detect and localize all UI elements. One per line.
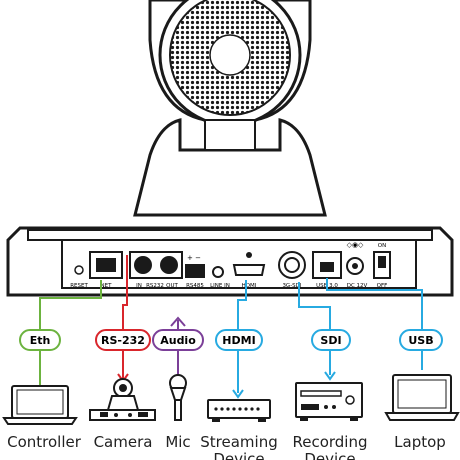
- mic-label: Mic: [165, 433, 190, 451]
- line-in-label: LINE IN: [210, 283, 230, 289]
- hdmi-label: HDMI: [242, 283, 257, 289]
- audio-tag-label: Audio: [160, 334, 196, 347]
- rear-panel: RESET NET IN RS232 OUT + − RS485 LINE IN…: [70, 241, 391, 289]
- controller-laptop-icon: [2, 385, 78, 425]
- ptz-camera-icon: [89, 378, 156, 421]
- eth-tag-label: Eth: [30, 334, 51, 347]
- line-in-jack-icon: [212, 266, 224, 278]
- audio-tag: Audio: [152, 329, 204, 351]
- hdmi-tag: HDMI: [215, 329, 263, 351]
- laptop-label: Laptop: [394, 433, 446, 451]
- net-label: NET: [101, 283, 113, 289]
- connection-tags: Eth RS-232 Audio HDMI SDI USB: [19, 329, 443, 351]
- recording-device-icon: [295, 382, 363, 421]
- recording-label: Recording: [292, 433, 367, 451]
- streaming-label-line2: Device: [213, 450, 264, 460]
- visca-in-port-icon: [134, 256, 152, 274]
- reset-label: RESET: [70, 283, 88, 289]
- svg-text:◇◉◇: ◇◉◇: [347, 241, 364, 249]
- reset-button-icon: [74, 265, 84, 275]
- controller-label: Controller: [7, 433, 82, 451]
- out-label: OUT: [166, 283, 178, 289]
- eth-tag: Eth: [19, 329, 61, 351]
- visca-out-port-icon: [160, 256, 178, 274]
- rs232-label: RS232: [146, 283, 164, 289]
- sdi-tag-label: SDI: [320, 334, 341, 347]
- usb-tag-label: USB: [408, 334, 433, 347]
- in-label: IN: [136, 283, 142, 289]
- off-label: OFF: [377, 283, 388, 289]
- usb-tag: USB: [399, 329, 443, 351]
- laptop-icon: [384, 374, 460, 421]
- rs485-label: RS485: [186, 283, 204, 289]
- hdmi-port-icon: [232, 264, 266, 276]
- device-labels: Controller Camera Mic Streaming Device R…: [7, 433, 446, 460]
- polarity-label: + −: [187, 254, 201, 262]
- dc-label: DC 12V: [347, 283, 368, 289]
- rs232-tag-label: RS-232: [101, 334, 145, 347]
- ptz-camera-head: [148, 0, 312, 127]
- microphone-icon: [169, 374, 187, 421]
- camera-stand: [133, 118, 327, 217]
- hdmi-tag-label: HDMI: [222, 334, 255, 347]
- recording-label-line2: Device: [304, 450, 355, 460]
- sdi-label: 3G-SDI: [282, 283, 301, 289]
- rs232-tag: RS-232: [95, 329, 151, 351]
- on-label: ON: [378, 243, 386, 249]
- streaming-device-icon: [207, 399, 271, 422]
- sdi-tag: SDI: [311, 329, 351, 351]
- rs485-terminal-icon: [185, 264, 205, 278]
- camera-label: Camera: [94, 433, 153, 451]
- streaming-label: Streaming: [200, 433, 277, 451]
